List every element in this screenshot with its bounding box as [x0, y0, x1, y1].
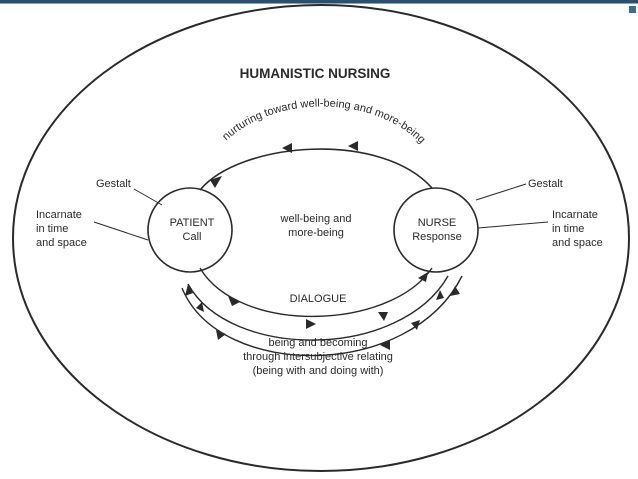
- top-arc-label: nurturing toward well-being and more-bei…: [220, 97, 427, 146]
- incarnate-right-line-2: in time: [552, 223, 584, 235]
- nurse-circle: [393, 187, 479, 273]
- dialogue-arrow-9: [436, 290, 444, 300]
- outer-boundary: [12, 4, 630, 472]
- dialogue-arc-1: [199, 267, 433, 318]
- dialogue-arrow-2: [306, 319, 316, 329]
- dialogue-arc-2: [187, 275, 449, 341]
- incarnate-left-line-2: in time: [36, 223, 68, 235]
- bottom-text-line-1: being and becoming: [268, 337, 367, 349]
- dialogue-label: DIALOGUE: [290, 293, 347, 305]
- bottom-text-line-2: through intersubjective relating: [243, 351, 393, 363]
- gestalt-left-pointer: [133, 188, 163, 206]
- patient-call-label: Call: [183, 231, 202, 243]
- nurse-response-label: Response: [412, 231, 462, 243]
- dialogue-arrow-10: [450, 286, 460, 296]
- dialogue-arrow-5: [185, 284, 193, 296]
- top-accent-line: [0, 3, 638, 4]
- incarnate-right-pointer: [477, 221, 549, 229]
- incarnate-left-line-3: and space: [36, 237, 87, 249]
- dialogue-arrow-3: [378, 312, 388, 321]
- top-arc: [199, 148, 433, 191]
- top-arc-arrow-3: [210, 176, 222, 188]
- corner-marker: [629, 6, 636, 13]
- top-arc-arrow-1: [282, 143, 292, 153]
- dialogue-arrow-4: [418, 272, 428, 282]
- dialogue-arrow-1: [228, 296, 240, 306]
- patient-label: PATIENT: [170, 217, 215, 229]
- incarnate-left-pointer: [93, 221, 149, 241]
- dialogue-arc-3: [181, 275, 463, 357]
- gestalt-right-label: Gestalt: [528, 178, 563, 190]
- top-arc-arrow-2: [348, 141, 358, 151]
- bottom-text-line-3: (being with and doing with): [253, 365, 384, 377]
- nurse-label: NURSE: [418, 217, 457, 229]
- top-accent-bar: [0, 0, 638, 3]
- center-text-line-1: well-being and: [280, 213, 352, 225]
- dialogue-arrow-11: [411, 320, 420, 330]
- patient-circle: [147, 187, 233, 273]
- incarnate-left-line-1: Incarnate: [36, 209, 82, 221]
- dialogue-arrow-6: [196, 302, 204, 312]
- center-text-line-2: more-being: [288, 227, 344, 239]
- incarnate-right-line-1: Incarnate: [552, 209, 598, 221]
- gestalt-left-label: Gestalt: [96, 178, 131, 190]
- dialogue-arrow-8: [380, 340, 390, 350]
- diagram-title: HUMANISTIC NURSING: [240, 66, 391, 81]
- gestalt-right-pointer: [475, 183, 527, 201]
- incarnate-right-line-3: and space: [552, 237, 603, 249]
- dialogue-arrow-7: [216, 330, 226, 340]
